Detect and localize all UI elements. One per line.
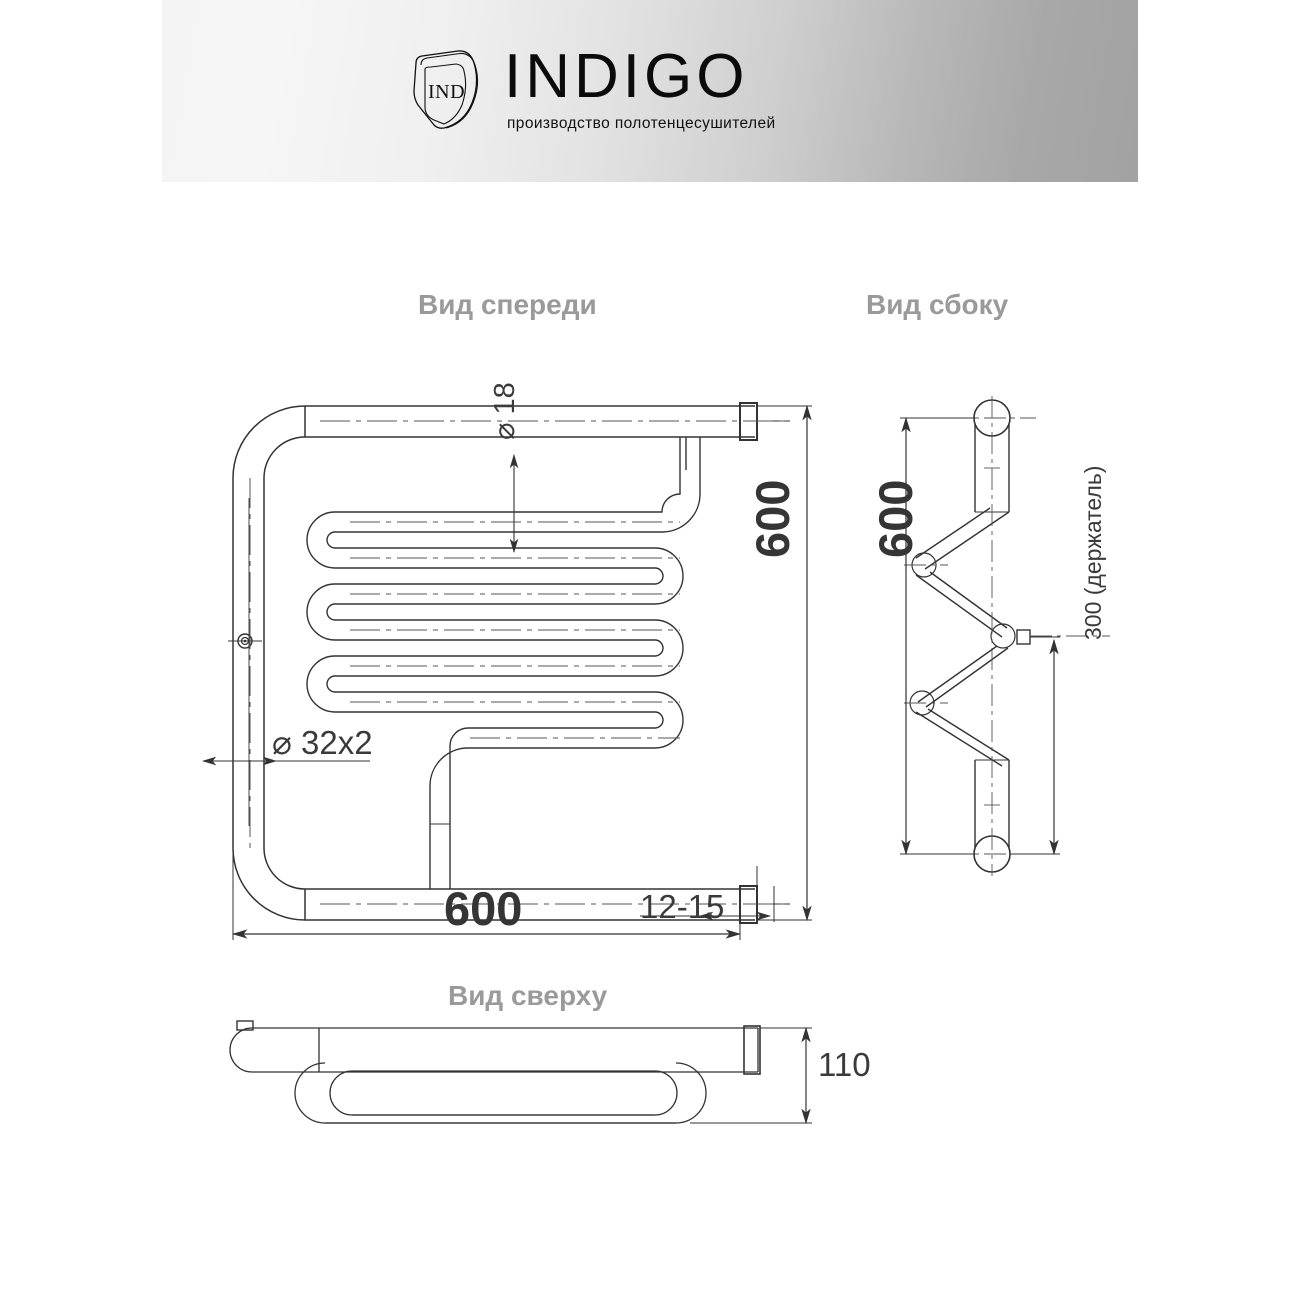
brand-logo-row: IND INDIGO производство полотенцесушител…	[400, 46, 776, 133]
front-view-geometry	[228, 402, 790, 924]
dimension-pipe-main: ⌀ 32x2	[272, 724, 373, 761]
front-view-dimension-lines	[201, 404, 812, 940]
dimension-pipe-small: ⌀ 18	[489, 382, 521, 440]
dimension-side-height: 600	[869, 479, 922, 558]
logo-monogram-text: IND	[428, 81, 465, 103]
dimension-connector-thread: 12-15	[640, 888, 725, 925]
brand-tagline: производство полотенцесушителей	[507, 115, 776, 132]
view-title-side: Вид сбоку	[866, 289, 1009, 320]
indigo-shield-logo-icon: IND	[400, 47, 486, 133]
side-view-dimension-lines	[900, 416, 1060, 856]
dimension-holder-spacing: 300 (держатель)	[1080, 465, 1106, 640]
header-banner: IND INDIGO производство полотенцесушител…	[162, 0, 1138, 182]
dimension-front-height: 600	[746, 479, 799, 558]
dimension-top-depth: 110	[818, 1046, 871, 1083]
view-title-top: Вид сверху	[448, 980, 608, 1011]
top-view-geometry	[229, 1020, 761, 1124]
front-view-serpentine	[306, 437, 701, 889]
dimension-front-width: 600	[444, 882, 523, 935]
front-view-centerlines	[249, 420, 790, 905]
top-view-dimension-lines	[690, 1026, 812, 1125]
brand-name: INDIGO	[504, 42, 749, 111]
brand-text-block: INDIGO производство полотенцесушителей	[504, 46, 776, 133]
view-title-front: Вид спереди	[418, 289, 597, 320]
